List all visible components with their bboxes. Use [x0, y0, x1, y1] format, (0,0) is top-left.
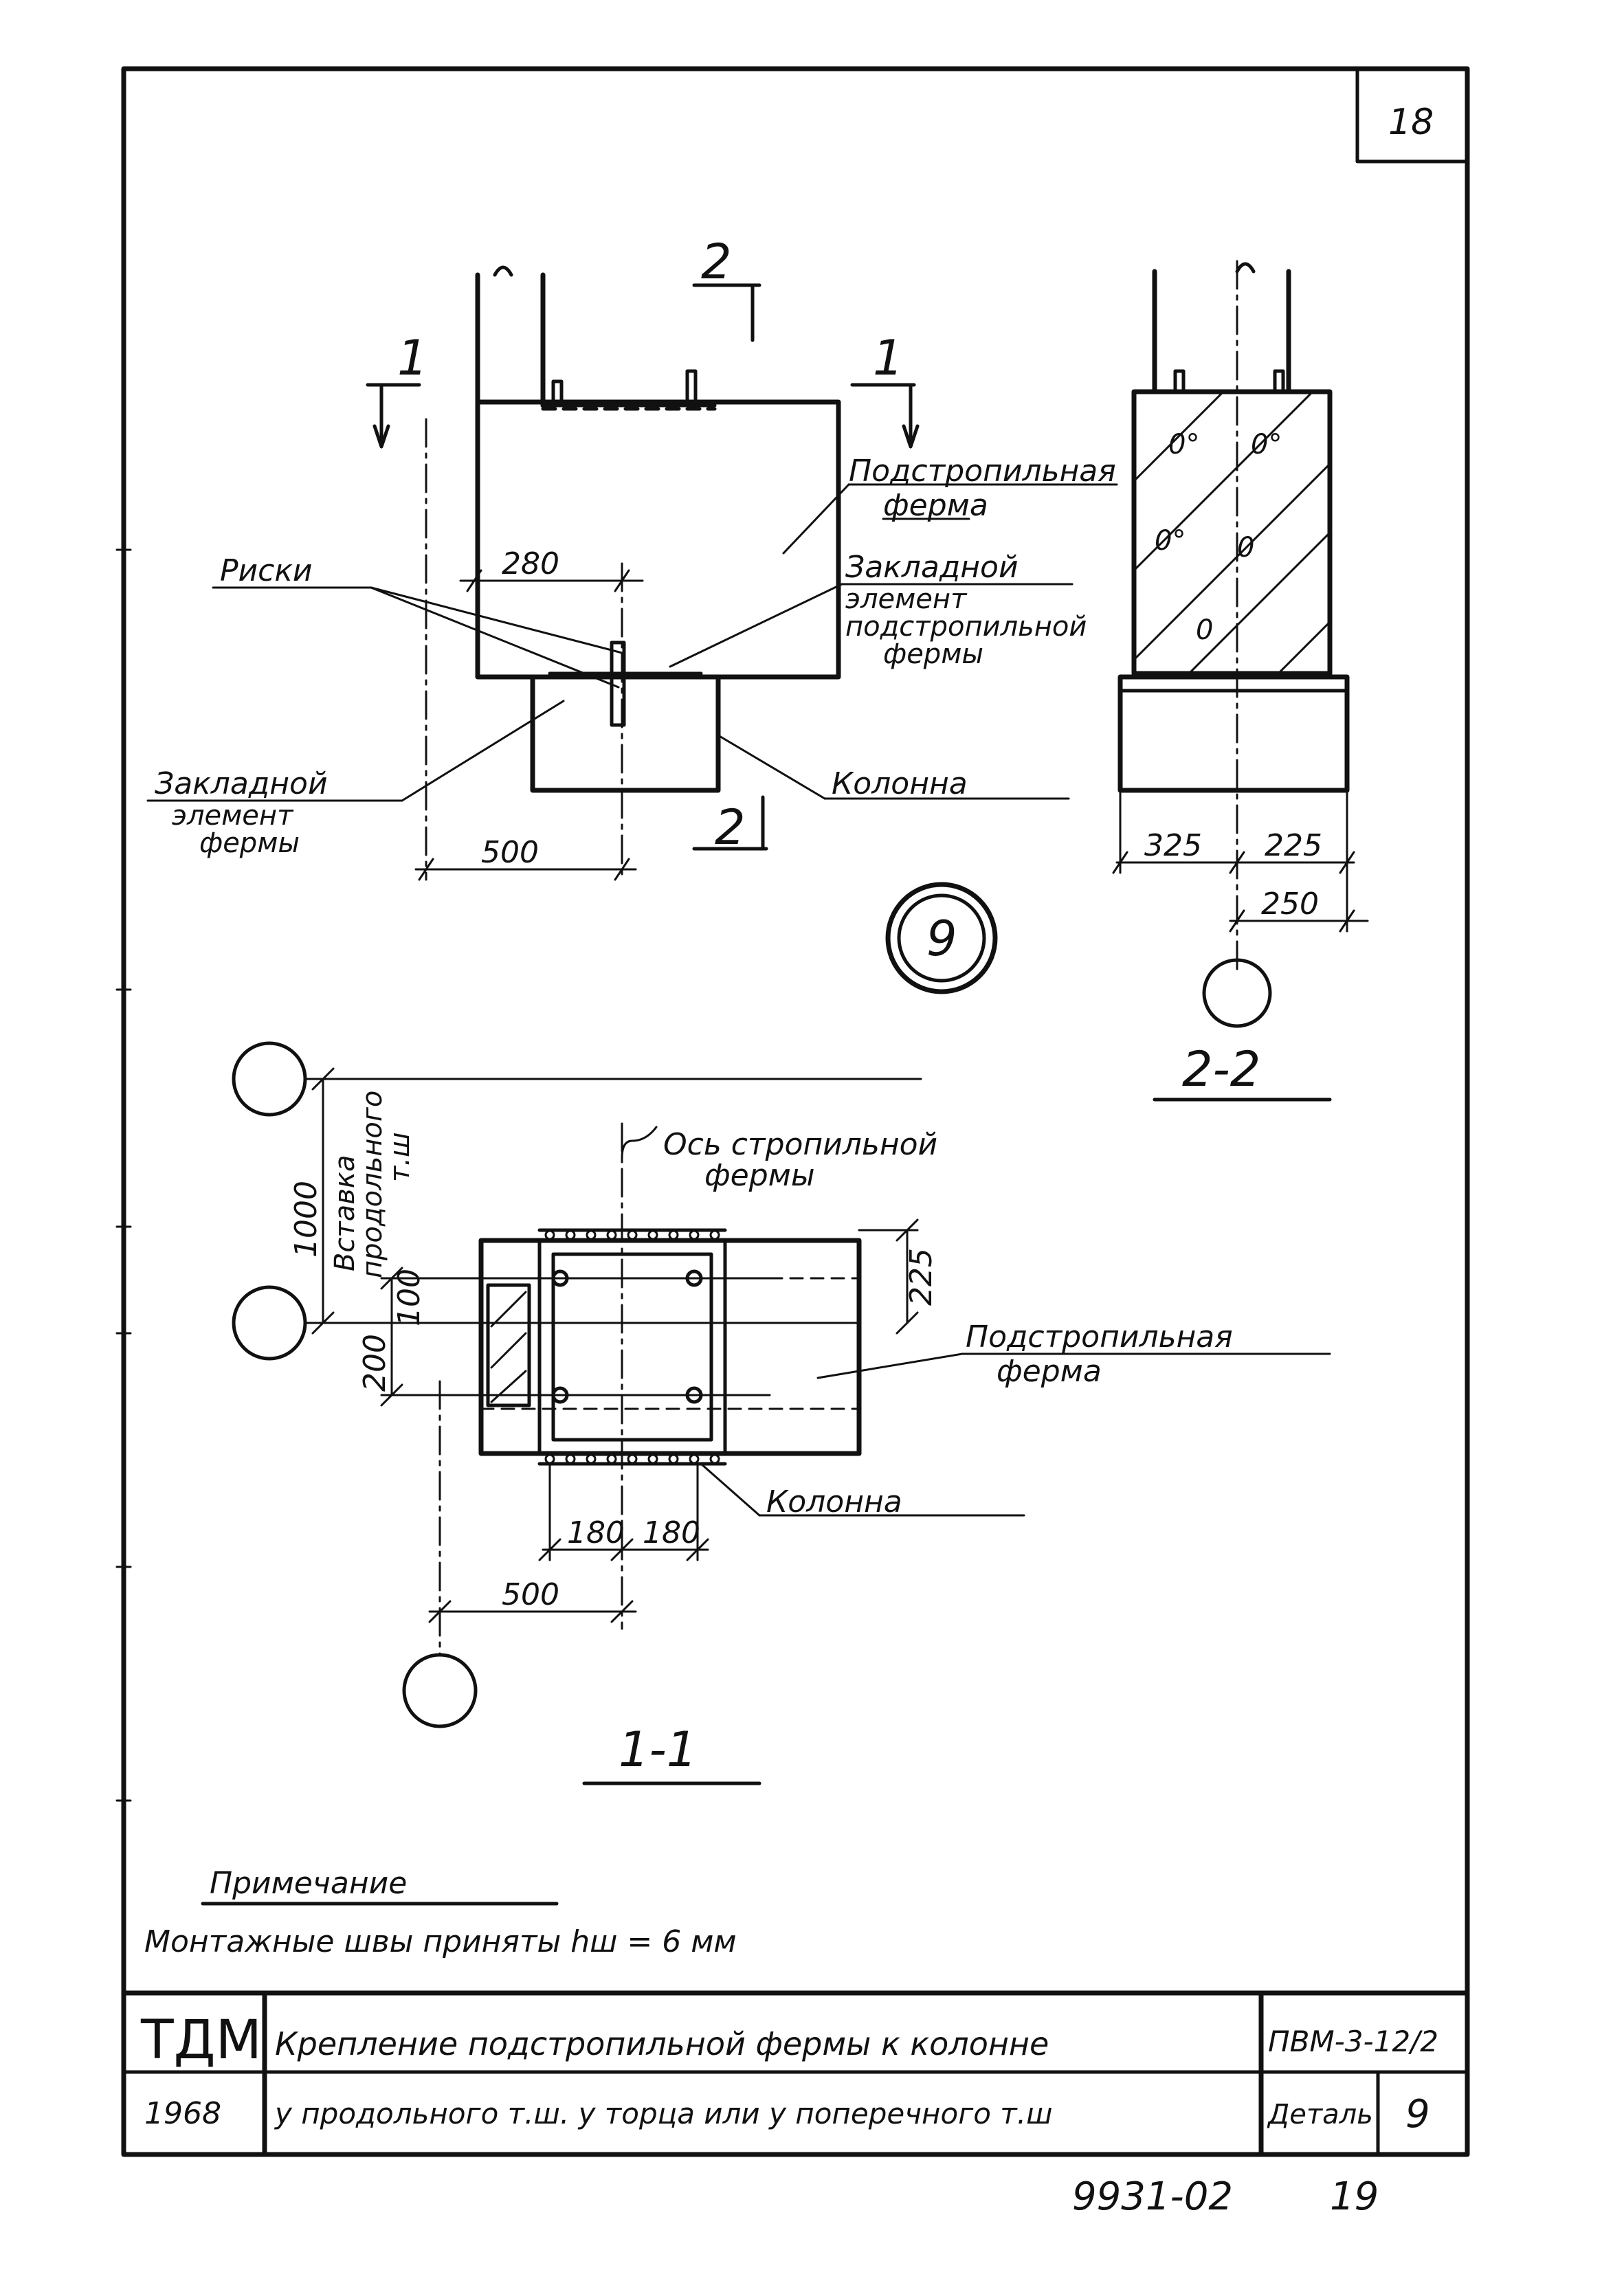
section-top-label: 2	[701, 234, 732, 290]
detail-label: Деталь	[1267, 2099, 1373, 2130]
cut-left-label: 1	[397, 330, 428, 386]
svg-text:Подстропильная: Подстропильная	[849, 454, 1116, 489]
dim-225b-text: 225	[904, 1248, 939, 1306]
dim-100-text: 100	[392, 1269, 427, 1326]
section-bottom-label: 2	[715, 799, 746, 856]
svg-text:т.ш: т.ш	[384, 1132, 416, 1182]
dim-500-text: 500	[481, 835, 539, 870]
dim-500: 500	[414, 835, 637, 881]
note-text: Монтажные швы приняты hш = 6 мм	[144, 1924, 737, 1959]
title-line-1: Крепление подстропильной фермы к колонне	[275, 2025, 1049, 2062]
section-marker-bottom: 2	[692, 795, 768, 856]
dim-250-text: 250	[1261, 887, 1319, 922]
detail-circle: 9	[885, 882, 998, 994]
label-zakl-el-podstr: Закладной элемент подстропильной фермы	[669, 550, 1087, 670]
svg-text:Риски: Риски	[220, 553, 313, 588]
cut-marker-right: 1	[850, 330, 920, 449]
svg-text:Закладной: Закладной	[845, 550, 1019, 585]
svg-text:ферма: ферма	[997, 1354, 1102, 1389]
page-number: 18	[1388, 102, 1434, 143]
bottom-code: 9931-02	[1072, 2174, 1233, 2219]
svg-text:фермы: фермы	[199, 827, 300, 859]
dim-500b-text: 500	[502, 1577, 559, 1612]
svg-text:Колонна: Колонна	[766, 1484, 902, 1519]
detail-circle-number: 9	[926, 911, 957, 967]
detail-number: 9	[1405, 2092, 1430, 2137]
svg-text:ферма: ферма	[883, 488, 988, 523]
dim-180b-text: 180	[643, 1515, 700, 1550]
bottom-page: 19	[1330, 2174, 1379, 2219]
label-podstr-plan: Подстропильная ферма	[816, 1319, 1331, 1389]
svg-text:0: 0	[1196, 614, 1213, 646]
dim-325-text: 325	[1144, 828, 1202, 863]
svg-text:элемент: элемент	[172, 800, 294, 832]
org-mark: ТДМ	[140, 2009, 262, 2071]
svg-text:0°: 0°	[1155, 525, 1186, 557]
label-kolonna-main: Колонна	[717, 734, 1070, 801]
title-line-2: у продольного т.ш. у торца или у попереч…	[274, 2097, 1053, 2130]
dim-225-text: 225	[1265, 828, 1322, 863]
title-block: ТДМ 1968 Крепление подстропильной фермы …	[121, 1990, 1470, 2157]
section-marker-top: 2	[692, 234, 761, 342]
section-1-1-title: 1-1	[619, 1722, 697, 1778]
dim-200-text: 200	[357, 1334, 392, 1392]
section-2-2-title: 2-2	[1182, 1041, 1260, 1098]
svg-text:0: 0	[1237, 532, 1254, 564]
svg-text:Колонна: Колонна	[832, 766, 968, 801]
svg-text:фермы: фермы	[883, 638, 983, 670]
svg-text:подстропильной: подстропильной	[845, 611, 1087, 643]
svg-text:фермы: фермы	[704, 1158, 815, 1193]
dim-280-text: 280	[502, 546, 559, 581]
section-2-2: 0° 0° 0° 0 0 325 225 250 2-2	[1112, 260, 1369, 1102]
svg-text:продольного: продольного	[357, 1091, 388, 1278]
svg-text:Ось стропильной: Ось стропильной	[663, 1127, 937, 1162]
dim-180a-text: 180	[567, 1515, 625, 1550]
label-kolonna-plan: Колонна	[700, 1462, 1025, 1519]
label-podstr-fermy: Подстропильная ферма	[782, 454, 1118, 555]
series-code: ПВМ-3-12/2	[1268, 2025, 1438, 2058]
cut-marker-left: 1	[366, 330, 428, 449]
svg-text:Подстропильная: Подстропильная	[966, 1319, 1233, 1355]
sheet-frame: 18	[115, 66, 1470, 2157]
note-heading: Примечание	[210, 1866, 407, 1901]
dim-1000-text: 1000	[289, 1181, 324, 1258]
svg-text:0°: 0°	[1168, 429, 1199, 460]
note: Примечание Монтажные швы приняты hш = 6 …	[144, 1866, 737, 1959]
bottom-stamp: 9931-02 19	[1072, 2174, 1379, 2219]
cut-right-label: 1	[873, 330, 904, 386]
svg-text:Закладной: Закладной	[155, 766, 328, 801]
svg-text:элемент: элемент	[845, 583, 968, 615]
year: 1968	[144, 2096, 221, 2131]
section-1-1: 1000 Вставка продольного т.ш 200 100 225…	[232, 1041, 1331, 1785]
main-view: 1 1 2 2 280 50	[146, 234, 1118, 881]
svg-text:Вставка: Вставка	[329, 1155, 361, 1272]
label-os-fermy: Ось стропильной фермы	[621, 1126, 937, 1193]
label-riski: Риски	[212, 553, 623, 689]
dim-280: 280	[459, 546, 644, 592]
svg-text:0°: 0°	[1251, 429, 1282, 460]
label-zakl-el-fermy: Закладной элемент фермы	[146, 700, 565, 859]
